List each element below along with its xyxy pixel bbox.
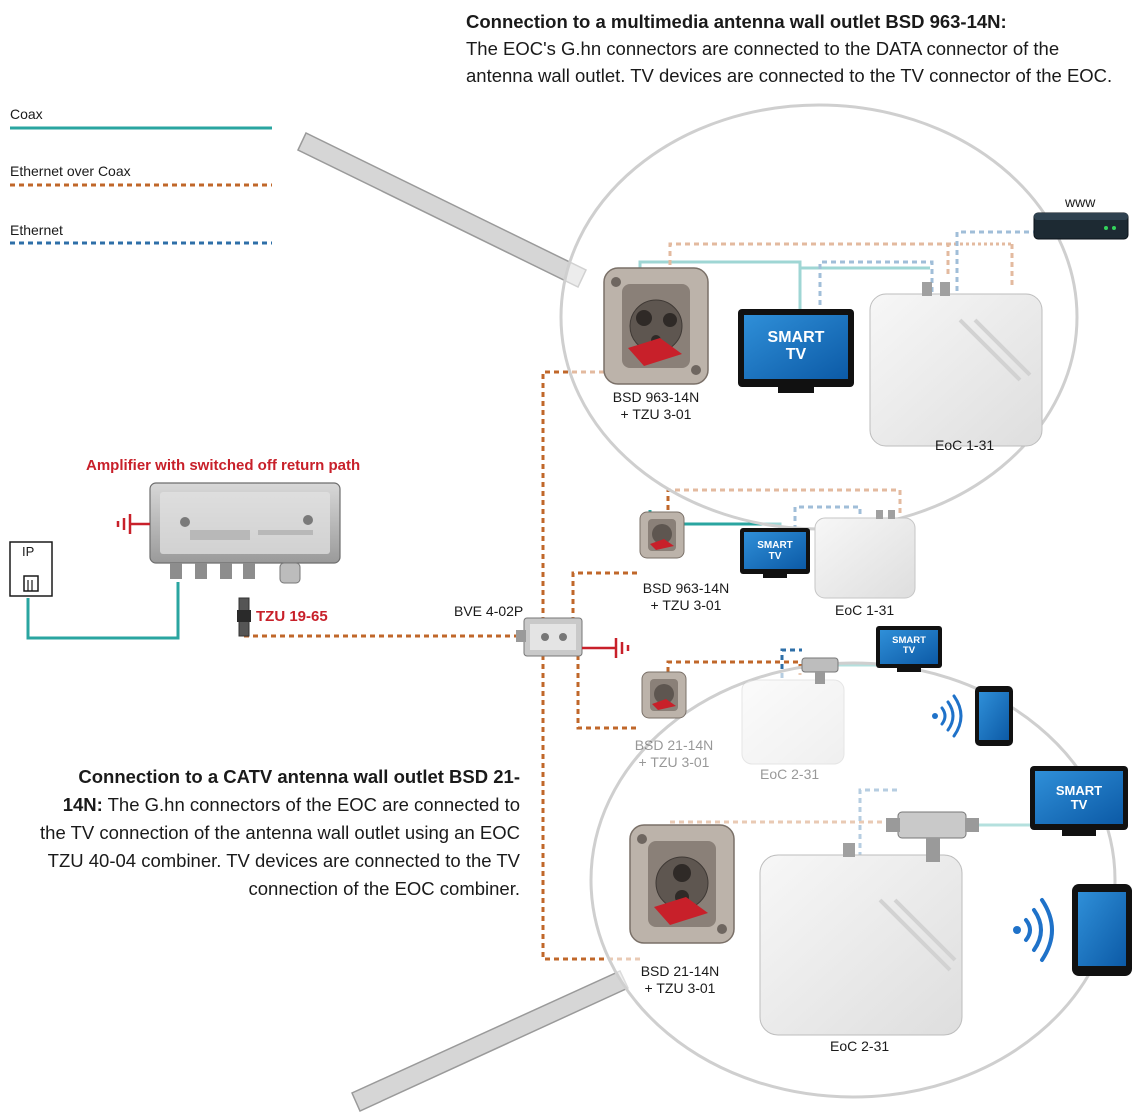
caption-line: + TZU 3-01	[650, 597, 722, 613]
tv-large-bottom	[1030, 766, 1128, 836]
eoc2-small-label: EoC 2-31	[760, 766, 820, 782]
amplifier-label: Amplifier with switched off return path	[86, 457, 361, 474]
tv-text-line: TV	[902, 644, 916, 656]
amplifier-ground-icon	[116, 514, 150, 534]
caption-line: + TZU 3-01	[644, 980, 716, 996]
eoc1-small-label: EoC 1-31	[835, 602, 895, 618]
top-description-body: The EOC's G.hn connectors are connected …	[466, 38, 1113, 86]
outlet-bsd963-small	[639, 511, 685, 559]
splitter-ground-icon	[582, 638, 630, 658]
bottom-description-title: Connection to a CATV antenna wall outlet…	[62, 766, 520, 815]
legend-ethernet-label: Ethernet	[10, 222, 63, 238]
tv-small-1-label: SMART TV	[744, 540, 806, 562]
magnifier-top-handle	[297, 131, 587, 289]
outlet-bsd963-large	[603, 267, 709, 385]
top-description: Connection to a multimedia antenna wall …	[466, 8, 1116, 89]
tv-large-top-label: SMART TV	[744, 329, 848, 364]
eoc1-large-label: EoC 1-31	[935, 437, 995, 453]
tzu-filter-device	[237, 597, 251, 637]
outlet-bsd963-large-caption: BSD 963-14N + TZU 3-01	[594, 389, 718, 423]
router-label: www	[1065, 194, 1096, 210]
magnifier-bottom-handle	[351, 970, 630, 1112]
eoc1-large-box	[869, 282, 1043, 447]
tv-small-2	[876, 626, 942, 672]
tv-large-bottom-label: SMART TV	[1035, 784, 1123, 811]
eoc2-large-box	[759, 843, 963, 1036]
caption-line: BSD 963-14N	[642, 580, 730, 596]
tv-text-line: TV	[1070, 796, 1088, 812]
legend-coax-label: Coax	[10, 106, 43, 122]
bottom-description-body: The G.hn connectors of the EOC are conne…	[40, 794, 520, 899]
caption-line: + TZU 3-01	[638, 754, 710, 770]
tv-text-line: SMART	[1055, 783, 1103, 798]
wifi-icon-small	[932, 694, 963, 738]
caption-line: BSD 963-14N	[612, 389, 700, 405]
eoc1-small-box	[814, 510, 916, 599]
tv-text-line: SMART	[757, 540, 793, 551]
amplifier-device	[149, 482, 341, 584]
combiner-large	[886, 811, 979, 862]
top-description-title: Connection to a multimedia antenna wall …	[466, 11, 1007, 32]
tablet-small	[975, 686, 1013, 746]
splitter-device	[516, 617, 583, 657]
outlet-bsd963-small-caption: BSD 963-14N + TZU 3-01	[624, 580, 748, 614]
tv-text-line: SMART	[892, 635, 926, 646]
tzu-filter-label: TZU 19-65	[256, 608, 328, 625]
outlet-bsd21-large	[629, 824, 735, 944]
caption-line: + TZU 3-01	[620, 406, 692, 422]
ip-wall-socket	[9, 541, 53, 597]
bottom-description: Connection to a CATV antenna wall outlet…	[40, 763, 520, 903]
outlet-bsd21-small	[641, 671, 687, 719]
tablet-large	[1072, 884, 1132, 976]
tv-small-2-label: SMART TV	[880, 636, 938, 656]
tv-text-line: SMART	[767, 329, 825, 346]
caption-line: BSD 21-14N	[634, 737, 714, 753]
wifi-icon-large	[1013, 898, 1054, 962]
eoc2-small-box	[741, 679, 845, 765]
outlet-bsd21-large-caption: BSD 21-14N + TZU 3-01	[618, 963, 742, 997]
tv-text-line: TV	[785, 345, 807, 363]
tv-text-line: TV	[768, 550, 782, 562]
tv-small-1	[740, 528, 810, 578]
legend-eoc-label: Ethernet over Coax	[10, 163, 131, 179]
splitter-label: BVE 4-02P	[454, 603, 524, 619]
router-device	[1033, 212, 1129, 240]
eoc2-large-label: EoC 2-31	[830, 1038, 890, 1054]
outlet-bsd21-small-caption: BSD 21-14N + TZU 3-01	[612, 737, 736, 771]
tv-large-top	[738, 309, 854, 393]
caption-line: BSD 21-14N	[640, 963, 720, 979]
ip-label: IP	[22, 544, 35, 559]
combiner-small	[801, 657, 839, 684]
